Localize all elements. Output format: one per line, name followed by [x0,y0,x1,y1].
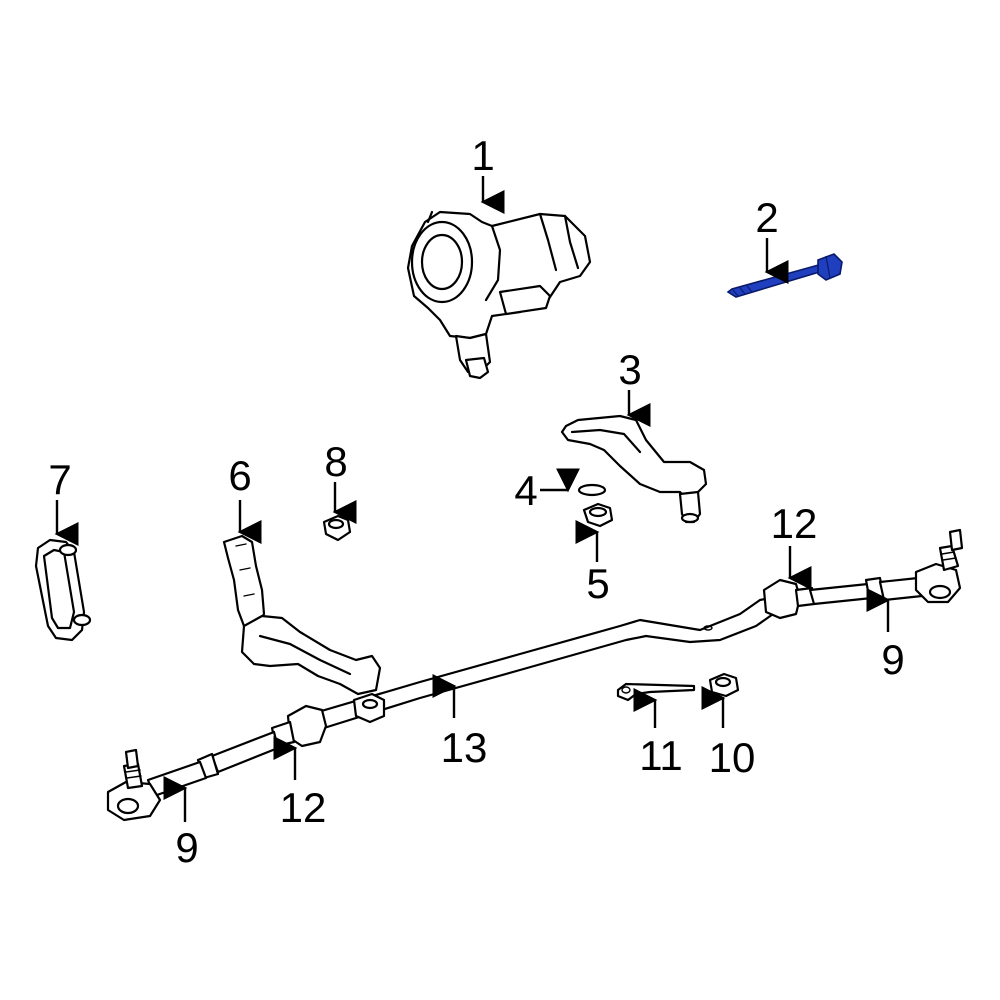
center-link-part [316,596,778,730]
leader-arrows [54,176,891,822]
callout-5: 5 [586,560,609,607]
callout-1: 1 [471,132,494,179]
callout-3: 3 [618,346,641,393]
washer-part-4 [577,483,607,497]
callout-11: 11 [639,732,683,779]
nut-part-5 [582,502,614,528]
callout-labels: 1 2 3 4 5 6 7 8 9 9 10 11 12 12 13 [48,132,904,871]
callout-2: 2 [755,194,778,241]
bolt-part-highlighted [726,253,843,298]
steering-gear-part [406,210,592,380]
callout-13: 13 [441,724,488,771]
callout-6: 6 [228,452,251,499]
callout-9-right: 9 [881,636,904,683]
callout-8: 8 [324,438,347,485]
clip-part-11 [616,682,696,702]
bracket-plate-part [34,538,92,642]
callout-12-right: 12 [771,500,818,547]
callout-9-left: 9 [175,824,198,871]
idler-arm-part [222,534,382,696]
callout-12-left: 12 [280,784,327,831]
pitman-arm-part [560,414,708,524]
nut-part-8 [322,514,352,542]
callout-4: 4 [514,467,537,514]
callout-7: 7 [48,456,71,503]
nut-part-10 [708,672,740,698]
callout-10: 10 [709,734,756,781]
